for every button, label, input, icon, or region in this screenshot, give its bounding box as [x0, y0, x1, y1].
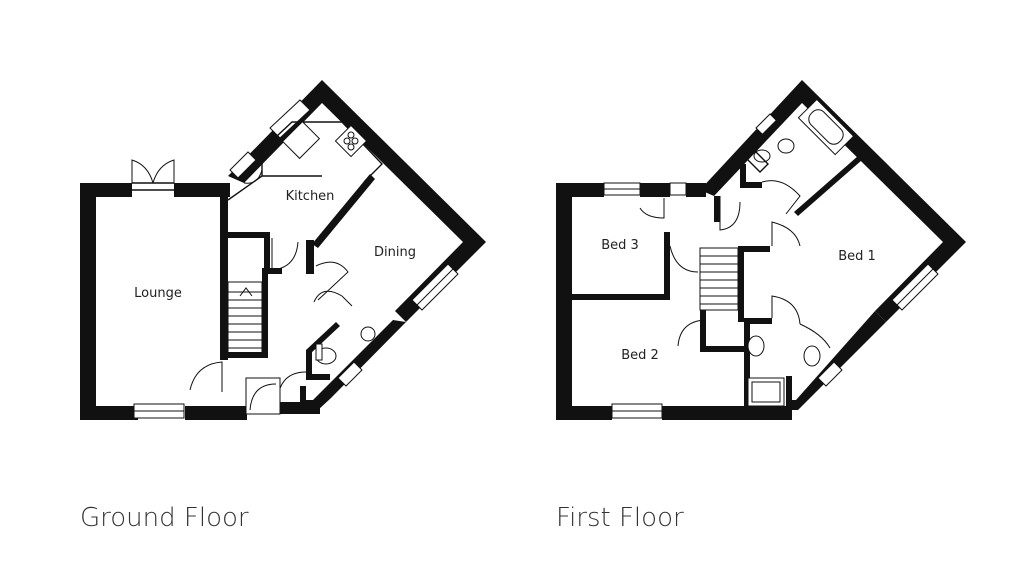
wc-window: [337, 361, 363, 387]
first-floor-internal-walls: [572, 164, 772, 410]
french-doors: [131, 159, 175, 191]
ground-floor-title: Ground Floor: [80, 503, 249, 533]
ground-floor-plan: Lounge Kitchen Dining: [80, 80, 486, 420]
kitchen-counter: [227, 120, 383, 201]
first-floor-staircase: [699, 247, 739, 311]
ground-doors: [189, 238, 353, 415]
ground-internal-walls: [228, 174, 375, 412]
bed2-label: Bed 2: [621, 348, 659, 363]
first-floor-ensuite-fixtures: [747, 335, 821, 410]
kitchen-dining-walls: [228, 80, 486, 414]
kitchen-label: Kitchen: [286, 189, 335, 204]
first-floor-plan: Bed 3 Bed 2 Bed 1: [556, 80, 966, 420]
first-floor-title: First Floor: [556, 503, 684, 533]
lounge-window: [133, 403, 185, 419]
bed1-label: Bed 1: [838, 249, 876, 264]
lounge-walls: [80, 183, 247, 420]
bed3-label: Bed 3: [601, 238, 639, 253]
dining-label: Dining: [374, 245, 416, 260]
first-floor-doors: [639, 180, 831, 349]
first-floor-bathroom: [744, 96, 862, 216]
ground-staircase: [227, 281, 263, 355]
lounge-label: Lounge: [134, 286, 182, 301]
first-floor-windows: [603, 113, 939, 419]
ground-wc-fixtures: [315, 326, 376, 365]
dining-window: [411, 263, 459, 311]
first-floor-outer-walls: [556, 80, 966, 420]
kitchen-window: [269, 99, 311, 139]
